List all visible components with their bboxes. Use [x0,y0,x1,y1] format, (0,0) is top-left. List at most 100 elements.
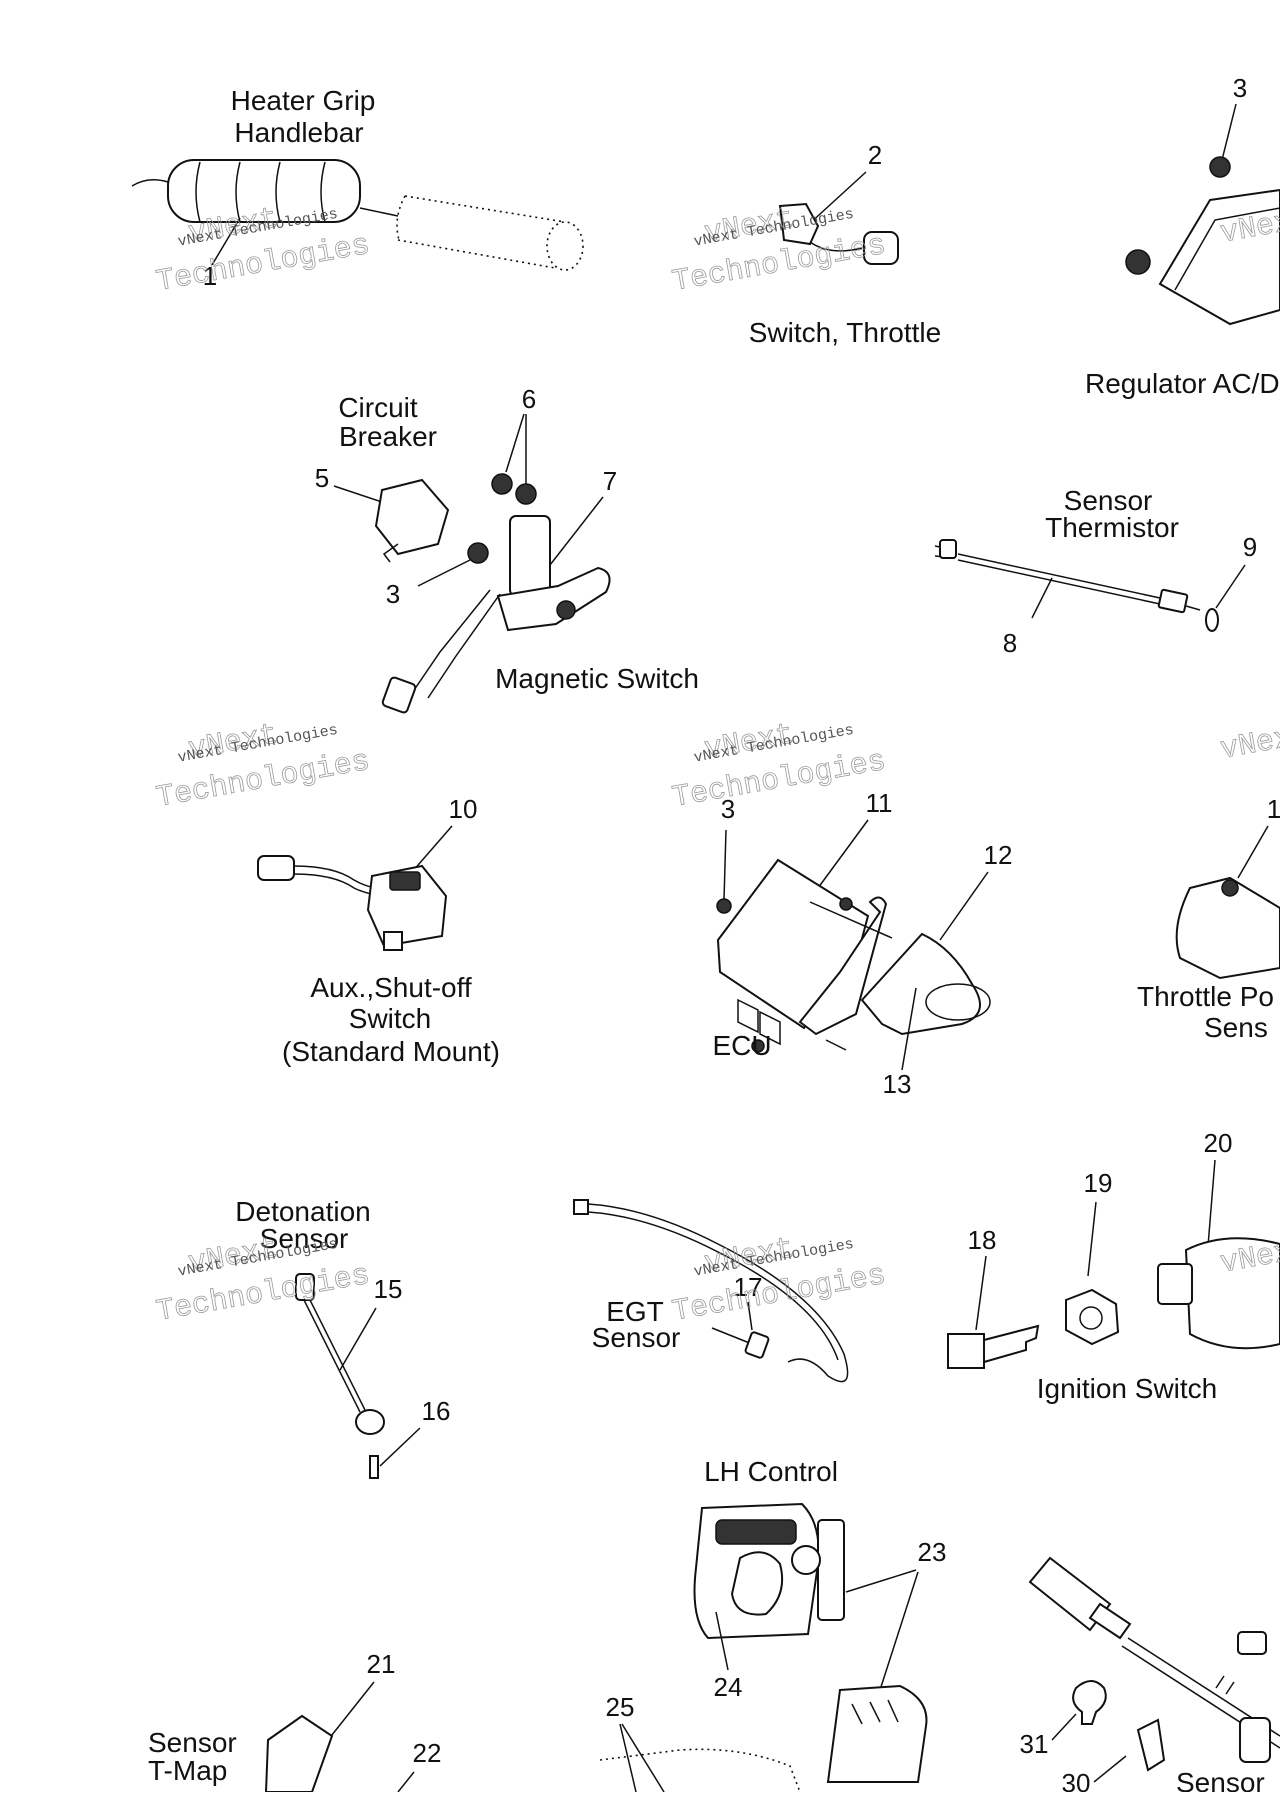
tmap-label-2: T-Map [148,1755,227,1786]
callout-10-leader [411,825,453,873]
ecu-grommet [839,897,853,911]
sensor-br-hex [1237,1631,1267,1655]
callout-16: 16 [422,1396,451,1426]
lh-control-dotted-outline [599,1748,801,1793]
circuit-breaker-part: Circuit Breaker 5 [315,392,450,563]
egt-sensor-part: 17 EGT Sensor [573,1199,849,1383]
callout-30: 30 [1062,1768,1091,1792]
callout-11: 11 [866,788,893,818]
callout-23-leader-a [845,1569,917,1593]
nut-3c [716,898,732,914]
ecu-connectors [737,998,781,1046]
magnetic-switch-label: Magnetic Switch [495,663,699,694]
thermistor-label-2: Thermistor [1045,512,1179,543]
callout-22: 22 [413,1738,442,1768]
sensor-br-part: 31 30 Sensor [1020,1556,1280,1797]
callout-1-leader [211,217,241,266]
magnetic-switch-part: 6 7 3 Magnetic Switch [381,384,699,714]
detonation-puck [355,1409,385,1435]
sensor-br-connector [1028,1556,1112,1632]
circuit-breaker-body [374,478,450,556]
callout-10: 10 [449,794,478,824]
lh-control-side [817,1519,845,1621]
regulator-label: Regulator AC/D [1085,368,1280,399]
ecu-mount-hole [925,983,991,1021]
callout-23: 23 [918,1537,947,1567]
nut-6b [515,483,537,505]
ignition-cylinder [1157,1263,1193,1305]
callout-3b-leader [417,559,471,587]
nut-3b [467,542,489,564]
thermistor-tip [1185,605,1201,611]
sensor-br-clip-2 [1136,1718,1166,1772]
egt-cable-2 [587,1211,839,1361]
throttle-switch-body [778,202,820,246]
watermark-6: vNext [1218,718,1280,768]
ignition-key-head [947,1333,985,1369]
circuit-breaker-terminal [382,543,399,563]
callout-17-leader [747,1301,753,1331]
detonation-cable [309,1299,366,1411]
sensor-br-body [1239,1717,1271,1763]
callout-23-leader-b [879,1571,919,1691]
callout-3c-leader [723,829,727,901]
callout-15-leader [339,1307,377,1371]
heater-grip-part: Heater Grip Handlebar 1 [131,85,584,291]
callout-12: 12 [984,840,1013,870]
callout-18: 18 [968,1225,997,1255]
aux-switch-label-3: (Standard Mount) [282,1036,500,1067]
ignition-label: Ignition Switch [1037,1373,1218,1404]
tps-label-1: Throttle Po [1137,981,1274,1012]
callout-20-leader [1207,1159,1216,1247]
watermark-5: vNext vNext Technologies Technologies [669,718,888,816]
regulator-nut-left [1125,249,1151,275]
sensor-br-break-marks [1215,1675,1235,1695]
ignition-barrel [1184,1237,1280,1350]
callout-7-leader [549,496,604,566]
thermistor-probe [1157,588,1189,614]
magnetic-switch-plug [381,676,417,714]
tps-label-2: Sens [1204,1012,1268,1043]
callout-25: 25 [606,1692,635,1722]
callout-3b: 3 [386,579,400,609]
callout-17: 17 [734,1272,763,1302]
tmap-label-1: Sensor [148,1727,237,1758]
sensor-br-grommet [1072,1680,1107,1725]
lh-control-lever [730,1551,784,1616]
egt-hex [744,1331,770,1359]
thermistor-plug [939,539,957,559]
heater-grip-shaft-line [359,207,399,217]
magnetic-switch-can [509,515,551,597]
lh-control-lower-housing [826,1684,928,1783]
callout-2: 2 [868,140,882,170]
egt-plug [573,1199,589,1215]
ecu-label: ECU [712,1030,771,1061]
magnetic-switch-wires [409,589,501,699]
callout-25-leader-a [619,1723,637,1793]
thermistor-cable-2 [957,559,1161,605]
detonation-bolt [369,1455,379,1479]
tmap-body [264,1714,334,1793]
watermark-6-big: vNext [1218,718,1280,767]
watermark-2: vNext vNext Technologies Technologies [669,202,888,300]
aux-switch-part: 10 Aux.,Shut-off Switch (Standard Mount) [257,794,500,1067]
aux-switch-plug [257,855,295,881]
handlebar-dotted [396,195,566,269]
callout-16-leader [379,1427,421,1467]
ecu-grommet-2 [751,1039,765,1053]
ignition-switch-part: 18 19 20 Ignition Switch [947,1128,1280,1404]
callout-1: 1 [203,261,217,291]
callout-14: 1 [1267,794,1280,824]
callout-6-leader-a [505,413,525,473]
callout-8-leader [1031,577,1053,619]
callout-8: 8 [1003,628,1017,658]
callout-2-leader [807,171,867,226]
callout-7: 7 [603,466,617,496]
heater-grip-body [167,159,361,223]
egt-probe [711,1327,753,1345]
callout-14-leader [1237,825,1269,879]
handlebar-end-dotted [546,221,584,271]
lh-control-lower-detail [851,1699,899,1725]
callout-31-leader [1051,1713,1077,1741]
circuit-breaker-label-2: Breaker [339,421,437,452]
